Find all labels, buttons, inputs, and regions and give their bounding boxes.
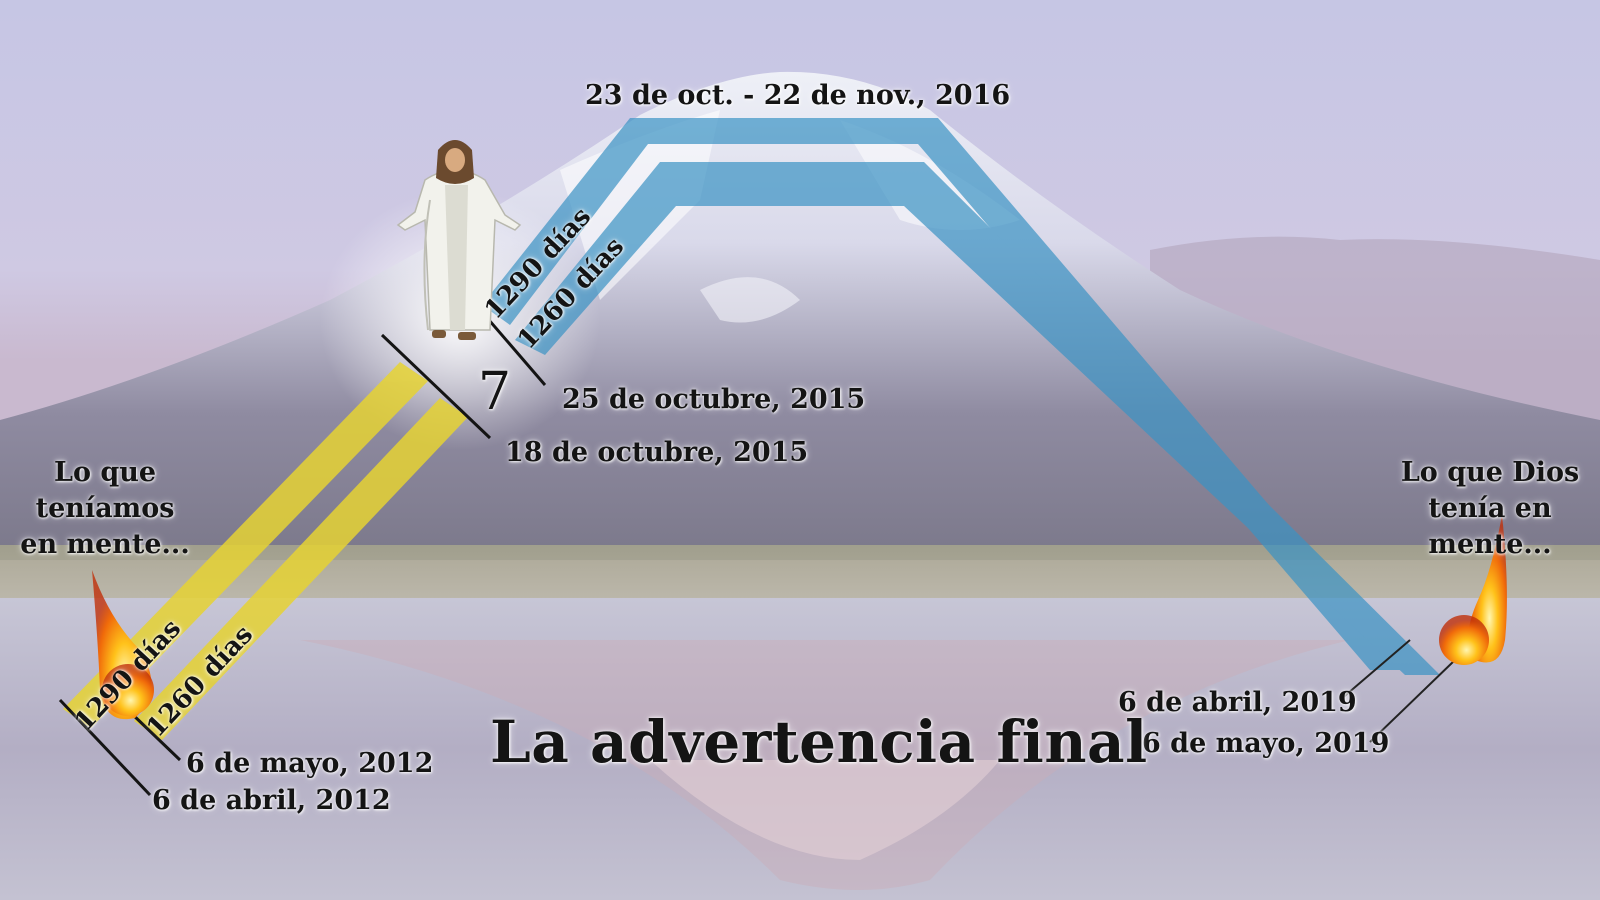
jesus-figure-icon: [396, 140, 522, 340]
blue-bar-1260: [515, 162, 1440, 675]
fire-comet-icon-right: [1439, 515, 1507, 665]
right-note: Lo que Dios tenía en mente...: [1400, 457, 1580, 560]
number-seven-marker: 7: [478, 362, 512, 422]
date-top-range: 23 de oct. - 22 de nov., 2016: [585, 80, 1011, 111]
date-apr6-2019: 6 de abril, 2019: [1118, 687, 1357, 718]
date-oct18-2015: 18 de octubre, 2015: [505, 437, 809, 468]
blue-bars: [482, 118, 1440, 675]
yellow-bar-1260: [134, 398, 468, 740]
date-may6-2019: 6 de mayo, 2019: [1142, 728, 1390, 759]
marker-apr6-2019: [1339, 639, 1411, 701]
yellow-bar-1290: [63, 362, 428, 728]
marker-oct18-2015: [380, 333, 492, 440]
fire-comet-icon-left: [92, 570, 154, 720]
marker-may6-2012: [128, 710, 182, 762]
page-title: La advertencia final: [490, 708, 1148, 776]
date-oct25-2015: 25 de octubre, 2015: [562, 384, 866, 415]
yellow-bars: [63, 362, 468, 740]
marker-apr6-2012: [58, 698, 152, 797]
date-may6-2012: 6 de mayo, 2012: [186, 748, 434, 779]
left-note: Lo que teníamos en mente...: [20, 457, 190, 560]
marker-may6-2019: [1369, 659, 1456, 743]
date-apr6-2012: 6 de abril, 2012: [152, 785, 391, 816]
